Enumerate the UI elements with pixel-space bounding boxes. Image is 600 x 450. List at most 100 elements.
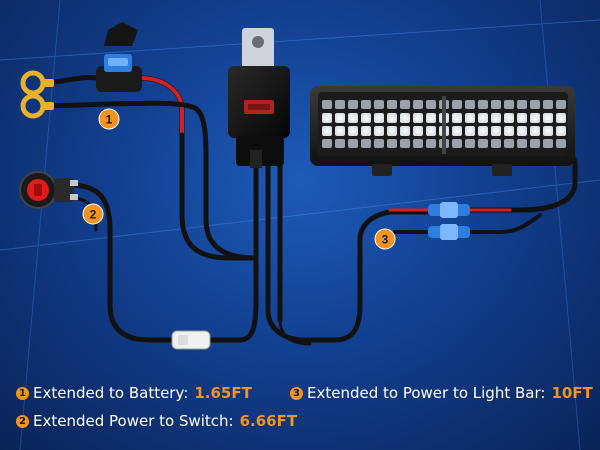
led-chip — [556, 126, 566, 136]
led-light-bar-icon — [310, 86, 575, 176]
led-chip — [361, 113, 371, 123]
led-chip — [543, 100, 553, 109]
led-chip — [335, 139, 345, 148]
led-chip — [400, 113, 410, 123]
led-chip — [517, 126, 527, 136]
led-chip — [517, 100, 527, 109]
rocker-switch-icon — [19, 171, 78, 209]
led-chip — [491, 100, 501, 109]
led-chip — [374, 139, 384, 148]
wire-battery-to-relay — [45, 75, 258, 261]
led-chip — [465, 100, 475, 109]
legend-label-battery: Extended to Battery: — [33, 384, 189, 402]
led-chip — [452, 126, 462, 136]
led-chip — [504, 126, 514, 136]
led-chip — [322, 113, 332, 123]
marker-2: 2 — [82, 203, 104, 225]
led-chip — [400, 139, 410, 148]
legend-label-light-bar: Extended to Power to Light Bar: — [307, 384, 546, 402]
led-chip — [322, 126, 332, 136]
led-chip — [335, 113, 345, 123]
legend-number-2: 2 — [16, 414, 29, 428]
led-chip — [543, 126, 553, 136]
fuse-holder-icon — [96, 22, 142, 92]
led-chip — [387, 139, 397, 148]
led-chip — [348, 139, 358, 148]
led-chip — [387, 113, 397, 123]
led-chip — [452, 100, 462, 109]
led-rows — [322, 100, 566, 148]
marker-3-label: 3 — [382, 233, 389, 247]
led-chip — [348, 126, 358, 136]
led-chip — [426, 139, 436, 148]
led-chip — [478, 126, 488, 136]
led-chip — [426, 113, 436, 123]
led-chip — [556, 113, 566, 123]
led-chip — [361, 100, 371, 109]
led-chip — [413, 113, 423, 123]
led-chip — [322, 100, 332, 109]
led-chip — [504, 113, 514, 123]
led-chip — [348, 100, 358, 109]
led-chip — [426, 100, 436, 109]
led-chip — [517, 139, 527, 148]
led-chip — [374, 126, 384, 136]
led-chip — [413, 126, 423, 136]
led-chip — [387, 100, 397, 109]
legend: 1 Extended to Battery: 1.65FT 2 Extended… — [0, 370, 600, 450]
led-chip — [491, 126, 501, 136]
led-chip — [543, 139, 553, 148]
led-chip — [465, 113, 475, 123]
led-chip — [387, 126, 397, 136]
led-chip — [504, 139, 514, 148]
legend-item-light-bar: 3 Extended to Power to Light Bar: 10FT — [290, 384, 593, 402]
led-chip — [348, 113, 358, 123]
led-chip — [374, 100, 384, 109]
led-chip — [543, 113, 553, 123]
legend-value-light-bar: 10FT — [551, 384, 593, 402]
led-chip — [413, 100, 423, 109]
led-chip — [478, 100, 488, 109]
led-chip — [556, 139, 566, 148]
led-chip — [452, 113, 462, 123]
led-chip — [478, 139, 488, 148]
legend-value-battery: 1.65FT — [194, 384, 252, 402]
led-chip — [452, 139, 462, 148]
legend-item-battery: 1 Extended to Battery: 1.65FT — [16, 384, 252, 402]
legend-label-switch: Extended Power to Switch: — [33, 412, 234, 430]
led-chip — [478, 113, 488, 123]
led-chip — [465, 126, 475, 136]
led-chip — [426, 126, 436, 136]
led-chip — [491, 139, 501, 148]
led-chip — [504, 100, 514, 109]
legend-number-3: 3 — [290, 386, 303, 400]
marker-1: 1 — [98, 108, 120, 130]
led-chip — [465, 139, 475, 148]
led-chip — [400, 126, 410, 136]
wire-to-light-bar — [265, 145, 578, 346]
led-chip — [413, 139, 423, 148]
legend-number-1: 1 — [16, 386, 29, 400]
relay-icon — [228, 28, 290, 168]
led-chip — [400, 100, 410, 109]
led-chip — [530, 113, 540, 123]
led-chip — [530, 126, 540, 136]
legend-item-switch: 2 Extended Power to Switch: 6.66FT — [16, 412, 297, 430]
led-chip — [361, 139, 371, 148]
led-chip — [361, 126, 371, 136]
led-chip — [530, 139, 540, 148]
led-chip — [374, 113, 384, 123]
legend-value-switch: 6.66FT — [239, 412, 298, 430]
ring-terminal-icon — [20, 70, 54, 119]
led-chip — [530, 100, 540, 109]
led-chip — [322, 139, 332, 148]
wire-connector-icon — [171, 202, 470, 350]
marker-1-label: 1 — [106, 113, 113, 127]
led-chip — [517, 113, 527, 123]
marker-2-label: 2 — [90, 208, 97, 222]
led-chip — [491, 113, 501, 123]
led-chip — [556, 100, 566, 109]
